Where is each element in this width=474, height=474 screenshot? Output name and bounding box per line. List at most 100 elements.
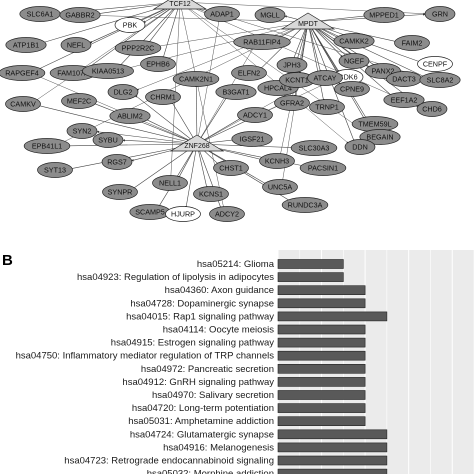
- gene-node: KCNS1: [193, 186, 229, 202]
- gene-node: ELFN2: [231, 65, 267, 81]
- gene-node-label: MPPED1: [369, 11, 399, 20]
- bar: [277, 429, 388, 440]
- category-label: hsa04972: Pancreatic secretion: [141, 364, 274, 375]
- gene-node-label: SYBU: [98, 136, 118, 145]
- gene-node-label: NELL1: [159, 179, 181, 188]
- gene-node: ABLIM2: [109, 108, 151, 124]
- gene-node: RAB11FIP4: [233, 34, 291, 50]
- gene-node-label: FAIM2: [402, 39, 423, 48]
- network-edge: [92, 102, 198, 145]
- gene-node-label: PANX2: [371, 67, 394, 76]
- gene-node-label: KCNS1: [199, 190, 223, 199]
- gene-node: SLC30A3: [290, 140, 338, 156]
- hub-node: TCF12: [152, 0, 208, 10]
- bar: [277, 337, 366, 348]
- gene-node-label: ADCY2: [215, 210, 239, 219]
- gene-node-label: CAMKV: [10, 100, 36, 109]
- gene-node-label: CDK6: [338, 73, 357, 82]
- gene-node: SYN2: [66, 123, 98, 139]
- gene-node: SLC6A1: [19, 6, 61, 22]
- gene-node-label: BEGAIN: [366, 133, 393, 142]
- gene-node: RGS7: [101, 154, 133, 170]
- gene-node: FAIM2: [394, 35, 430, 51]
- gene-node-label: EEF1A2: [391, 96, 418, 105]
- gene-node-label: GABBR2: [65, 11, 94, 20]
- network-edge: [185, 143, 198, 209]
- gene-node: CHST1: [213, 160, 249, 176]
- bar: [277, 442, 388, 453]
- category-label: hsa04970: Salivary secretion: [152, 390, 274, 401]
- gene-node: CHRM1: [145, 89, 181, 105]
- category-label: hsa04912: GnRH signaling pathway: [122, 377, 274, 388]
- gene-node-label: JPH3: [283, 61, 301, 70]
- bar: [277, 324, 366, 335]
- gene-node-label: CHD6: [422, 105, 442, 114]
- gene-node: DLG2: [107, 84, 139, 100]
- gene-node-label: PBK: [123, 21, 138, 30]
- category-label: hsa05031: Amphetamine addiction: [128, 416, 274, 427]
- panel-b-label: B: [2, 252, 13, 269]
- gene-node-label: RUNDC3A: [288, 201, 323, 210]
- gene-node-label: SLC6A1: [27, 10, 54, 19]
- gene-node: ATP1B1: [5, 37, 47, 53]
- gene-node-label: KCNH3: [265, 157, 289, 166]
- network-edge: [35, 1, 181, 71]
- gene-node-label: PACSIN1: [308, 164, 338, 173]
- bar: [277, 390, 366, 400]
- gene-node-label: MEF2C: [67, 97, 91, 106]
- category-label: hsa04360: Axon guidance: [165, 285, 274, 296]
- gene-node: SYBU: [92, 132, 124, 148]
- gene-node-label: RGS7: [107, 158, 127, 167]
- gene-node: ATCAY: [307, 70, 343, 86]
- hub-node: MPDT: [280, 12, 336, 30]
- bar: [277, 377, 366, 387]
- gene-node-label: HJURP: [171, 210, 195, 219]
- gene-node: DDN: [344, 139, 376, 155]
- bar: [277, 298, 366, 309]
- gene-node: TMEM59L: [351, 116, 399, 132]
- gene-node-label: IGSF21: [240, 135, 265, 144]
- gene-node-label: ATP1B1: [13, 41, 39, 50]
- category-label: hsa05214: Glioma: [197, 259, 275, 270]
- network-edge: [307, 21, 325, 102]
- gene-node: NEFL: [60, 37, 92, 53]
- gene-node-label: ADAP1: [210, 10, 234, 19]
- gene-node-label: SYNPR: [108, 188, 133, 197]
- gene-node-label: CHRM1: [150, 93, 176, 102]
- gene-node-label: KIAA0513: [92, 67, 124, 76]
- gene-node: EPB41L1: [23, 138, 71, 154]
- gene-node: RUNDC3A: [281, 197, 329, 213]
- hub-node-label: MPDT: [298, 21, 319, 28]
- bar: [277, 259, 344, 269]
- category-label: hsa04720: Long-term potentiation: [132, 403, 274, 414]
- gene-node-label: SCAMP5: [135, 208, 165, 217]
- network-edge: [61, 143, 198, 148]
- gene-node-label: CPNE9: [340, 85, 364, 94]
- category-label: hsa05032: Morphine addiction: [147, 469, 274, 474]
- gene-node-label: CAMKK2: [339, 37, 369, 46]
- gene-node: ADAP1: [204, 6, 240, 22]
- gene-node: KCNT1: [279, 72, 315, 88]
- category-label: hsa04750: Inflammatory mediator regulati…: [16, 351, 275, 362]
- gene-node: SYNPR: [102, 184, 138, 200]
- bar: [277, 403, 366, 413]
- gene-node-label: PPP2R2C: [122, 44, 155, 53]
- category-label: hsa04015: Rap1 signaling pathway: [126, 311, 274, 322]
- gene-node: PBK: [114, 17, 146, 33]
- gene-node-label: ADCY1: [243, 111, 267, 120]
- gene-node-label: SLC8A2: [427, 76, 454, 85]
- network-edges: [35, 1, 427, 209]
- gene-node-label: ATCAY: [314, 74, 337, 83]
- gene-node: GRN: [424, 6, 456, 22]
- hub-node-label: TCF12: [169, 1, 191, 8]
- gene-node-label: SYT13: [44, 166, 66, 175]
- category-label: hsa04728: Dopaminergic synapse: [130, 298, 274, 309]
- gene-node-label: FAM107A: [57, 69, 89, 78]
- bar: [277, 364, 366, 374]
- gene-node: DACT3: [386, 71, 422, 87]
- gene-node: GABBR2: [59, 7, 101, 23]
- gene-node-label: ABLIM2: [117, 112, 143, 121]
- gene-node: PACSIN1: [299, 160, 347, 176]
- network-edge: [307, 21, 427, 78]
- gene-node: CPNE9: [334, 81, 370, 97]
